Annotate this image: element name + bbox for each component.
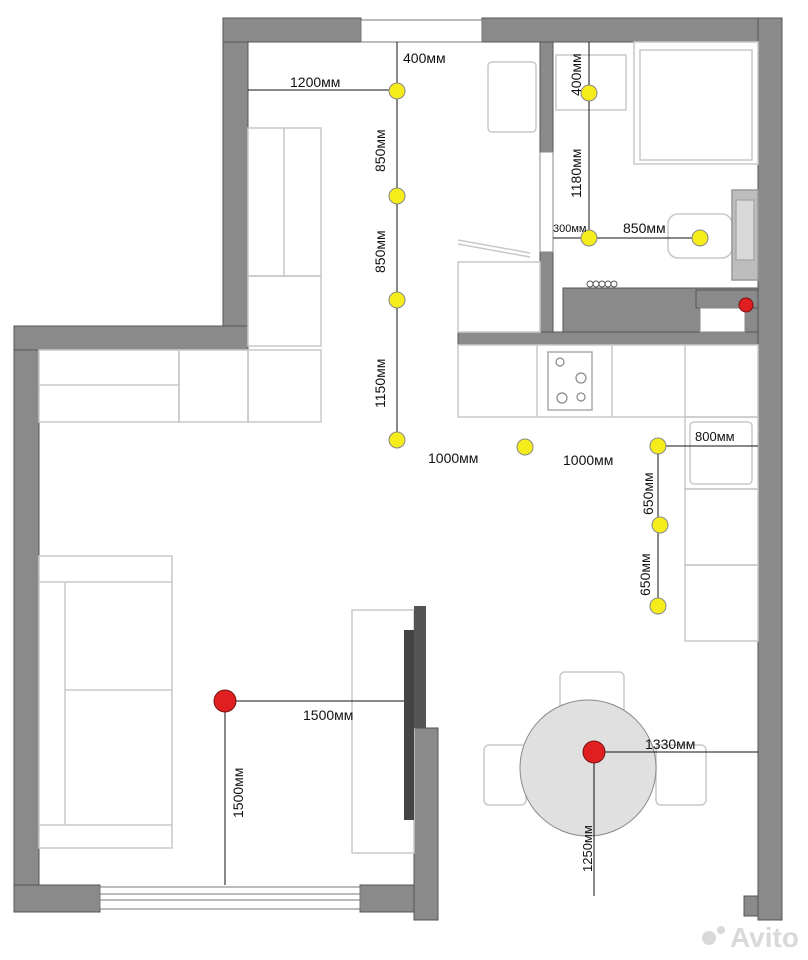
wall-upper-left — [222, 41, 249, 327]
wall-top-left — [222, 17, 362, 43]
chair-left — [483, 744, 527, 806]
bath-door-gap — [539, 151, 554, 253]
spot-light — [580, 84, 598, 102]
label-spacing-2: 1000мм — [563, 452, 613, 468]
label-living-vertical: 1500мм — [230, 768, 246, 818]
spot-light — [649, 597, 667, 615]
bath-sink — [555, 54, 627, 111]
wall-bottom-mid — [359, 884, 416, 913]
wall-top-right — [481, 17, 783, 43]
watermark: Avito — [702, 922, 799, 953]
bath-inner-notch — [699, 307, 746, 333]
shelf-unit — [38, 349, 180, 423]
label-kitchen-2: 650мм — [637, 553, 653, 596]
pendant-light — [738, 297, 754, 313]
spot-light — [651, 516, 669, 534]
wall-partition-lower — [413, 727, 439, 921]
bath-wall-lower — [539, 251, 554, 333]
label-spacing-1: 1000мм — [428, 450, 478, 466]
kitchen-counter — [457, 344, 759, 418]
dimension-lines — [224, 42, 758, 896]
spot-light — [649, 437, 667, 455]
label-table-vertical: 1250мм — [580, 825, 595, 872]
kitchen-sink — [689, 421, 753, 485]
label-bath-small: 300мм — [553, 223, 586, 235]
label-top-window: 400мм — [403, 50, 446, 66]
sofa — [38, 555, 173, 849]
wall-mid-step — [13, 325, 249, 351]
spot-light — [516, 438, 534, 456]
wall-right — [757, 17, 783, 921]
windows — [99, 19, 483, 910]
cooktop — [547, 351, 593, 411]
label-kitchen-1: 650мм — [640, 472, 656, 515]
bath-wall-bottom — [457, 331, 759, 346]
spot-light — [691, 229, 709, 247]
armchair — [487, 61, 537, 133]
chair-right — [655, 744, 707, 806]
wall-left — [13, 349, 40, 913]
label-bath-top: 400мм — [568, 53, 584, 96]
label-bath-horizontal: 850мм — [623, 220, 666, 236]
tv-panel — [404, 630, 414, 820]
pendant-lights — [213, 297, 754, 764]
radiator — [586, 280, 690, 289]
label-vert-3: 1150мм — [372, 359, 388, 408]
window-bottom — [99, 886, 361, 910]
label-vert-1: 850мм — [372, 129, 388, 172]
spot-light — [580, 229, 598, 247]
label-kitchen-offset: 800мм — [695, 429, 735, 444]
label-top-left: 1200мм — [290, 74, 340, 90]
label-bath-vertical: 1180мм — [568, 149, 584, 198]
spot-light — [388, 187, 406, 205]
label-table-horizontal: 1330мм — [645, 736, 695, 752]
spot-light — [388, 431, 406, 449]
spot-light — [388, 82, 406, 100]
pendant-light — [582, 740, 606, 764]
walls — [13, 17, 783, 921]
dining-table — [519, 699, 657, 837]
bath-wall-upper — [539, 41, 554, 153]
watermark-dot — [717, 926, 725, 934]
shower-tray — [633, 41, 759, 165]
wall-bottom-right-stub — [743, 895, 759, 917]
wall-bottom-left — [13, 884, 101, 913]
burners — [555, 357, 587, 404]
pendant-light — [213, 689, 237, 713]
label-living-horizontal: 1500мм — [303, 707, 353, 723]
watermark-dot — [702, 931, 716, 945]
window-top — [360, 19, 483, 43]
spot-light — [388, 291, 406, 309]
washing-machine — [457, 261, 541, 333]
watermark-text: Avito — [730, 922, 799, 953]
spot-lights — [388, 82, 709, 615]
label-vert-2: 850мм — [372, 230, 388, 273]
partition-panel — [414, 606, 426, 728]
